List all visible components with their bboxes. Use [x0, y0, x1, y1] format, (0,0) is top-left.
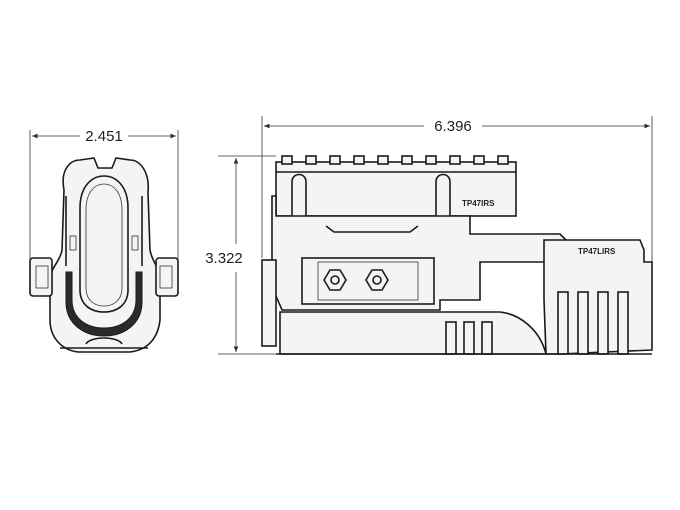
- front-bottom-lens: [85, 337, 123, 345]
- front-right-slot: [131, 235, 139, 251]
- front-inner-oval: [79, 175, 129, 313]
- front-inner-oval-2: [85, 183, 123, 307]
- side-right-bolt: [365, 269, 389, 291]
- front-right-ear-inner: [159, 265, 173, 289]
- side-left-bolt: [323, 269, 347, 291]
- front-right-ear: [155, 257, 179, 297]
- side-lower-grooves: [445, 321, 493, 355]
- side-height-value: 3.322: [205, 250, 243, 267]
- side-lower-body: [279, 311, 548, 355]
- side-top-rail: [275, 161, 517, 217]
- side-rail-model-label: TP47IRS: [462, 199, 495, 208]
- side-left-cap: [261, 259, 277, 347]
- front-left-ear: [29, 257, 53, 297]
- front-view: 2.451: [29, 128, 179, 353]
- side-rail-teeth: [281, 155, 509, 165]
- front-left-ear-inner: [35, 265, 49, 289]
- front-lower-u: [65, 271, 143, 337]
- side-center-module-inner: [317, 261, 419, 301]
- side-length-value: 6.396: [434, 118, 472, 135]
- side-view: 6.396 3.322 TP47IRS: [205, 116, 653, 355]
- front-width-value: 2.451: [85, 128, 123, 145]
- side-rail-trapezoid: [325, 225, 419, 233]
- side-body-model-label: TP47LIRS: [578, 247, 616, 256]
- front-left-slot: [69, 235, 77, 251]
